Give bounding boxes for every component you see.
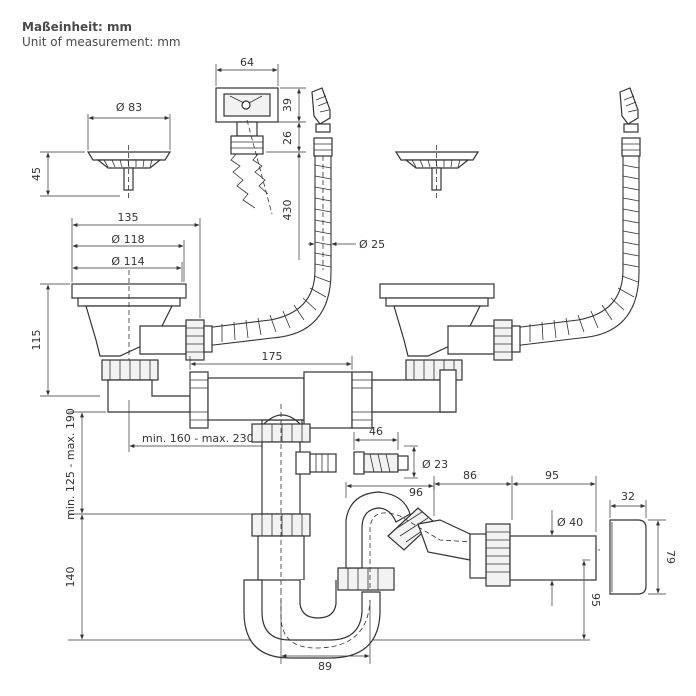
dim-vertical-range: min. 125 - max. 190 xyxy=(64,408,252,520)
dim-89: 89 xyxy=(280,600,371,673)
s-trap xyxy=(243,491,601,659)
dim-135: 135 xyxy=(71,211,201,318)
dim-83: Ø 83 xyxy=(87,101,171,150)
connecting-pipe xyxy=(107,369,457,429)
dim-40: Ø 40 xyxy=(550,510,583,606)
outlet-pipe xyxy=(469,523,597,587)
dim-horizontal-range: min. 160 - max. 230 xyxy=(128,400,282,452)
basket-strainer-left xyxy=(86,145,172,198)
dim-115: 115 xyxy=(30,283,100,397)
dim-96-label: 96 xyxy=(409,486,423,499)
sink-outlet-left xyxy=(71,270,213,381)
dishwasher-connector xyxy=(295,451,409,475)
dim-114: Ø 114 xyxy=(72,255,183,282)
dim-45: 45 xyxy=(30,151,120,197)
dim-64: 64 xyxy=(215,56,279,86)
dim-118-label: Ø 118 xyxy=(111,233,144,246)
unit-header: Maßeinheit: mm Unit of measurement: mm xyxy=(22,20,181,50)
dim-96: 96 xyxy=(345,482,435,516)
dim-46: 46 xyxy=(353,425,399,450)
dim-25: Ø 25 xyxy=(308,238,385,251)
dim-32-label: 32 xyxy=(621,490,635,503)
dim-95-horizontal: 95 xyxy=(512,469,597,532)
dim-23: Ø 23 xyxy=(404,445,448,479)
dim-114-label: Ø 114 xyxy=(111,255,144,268)
dim-23-label: Ø 23 xyxy=(422,458,448,471)
overflow-hose-right xyxy=(512,87,641,347)
dim-46-label: 46 xyxy=(369,425,383,438)
trap-inlet xyxy=(251,404,311,590)
dim-86: 86 xyxy=(433,469,513,520)
dim-39-label: 39 xyxy=(281,98,294,112)
dim-135-label: 135 xyxy=(118,211,139,224)
dim-118: Ø 118 xyxy=(72,233,185,282)
dim-79: 79 xyxy=(648,519,677,595)
overflow-hose-left xyxy=(204,87,333,347)
dim-26-label: 26 xyxy=(281,131,294,145)
dim-vertical-range-label: min. 125 - max. 190 xyxy=(64,408,77,520)
dim-175: 175 xyxy=(189,350,353,370)
dim-140-label: 140 xyxy=(64,567,77,588)
dim-39-26: 39 26 xyxy=(264,87,306,153)
dim-175-label: 175 xyxy=(262,350,283,363)
dim-430: 430 xyxy=(281,152,301,260)
dim-25-label: Ø 25 xyxy=(359,238,385,251)
dim-40-label: Ø 40 xyxy=(557,516,583,529)
dim-horizontal-range-label: min. 160 - max. 230 xyxy=(142,432,254,445)
sink-outlet-right xyxy=(379,283,521,381)
dim-95-horizontal-label: 95 xyxy=(545,469,559,482)
dim-32: 32 xyxy=(609,490,647,518)
unit-label-en: Unit of measurement: mm xyxy=(22,35,181,49)
basket-strainer-right xyxy=(394,145,480,198)
dim-95-vertical: 95 xyxy=(582,559,602,640)
overflow-head xyxy=(215,87,279,215)
dim-115-label: 115 xyxy=(30,330,43,351)
dim-430-label: 430 xyxy=(281,200,294,221)
dim-64-label: 64 xyxy=(240,56,254,69)
unit-label-de: Maßeinheit: mm xyxy=(22,20,132,34)
dim-45-label: 45 xyxy=(30,167,43,181)
dim-95-vertical-label: 95 xyxy=(589,593,602,607)
dim-83-label: Ø 83 xyxy=(116,101,142,114)
dim-89-label: 89 xyxy=(318,660,332,673)
dim-86-label: 86 xyxy=(463,469,477,482)
dim-79-label: 79 xyxy=(664,550,677,564)
end-cap xyxy=(609,519,647,595)
